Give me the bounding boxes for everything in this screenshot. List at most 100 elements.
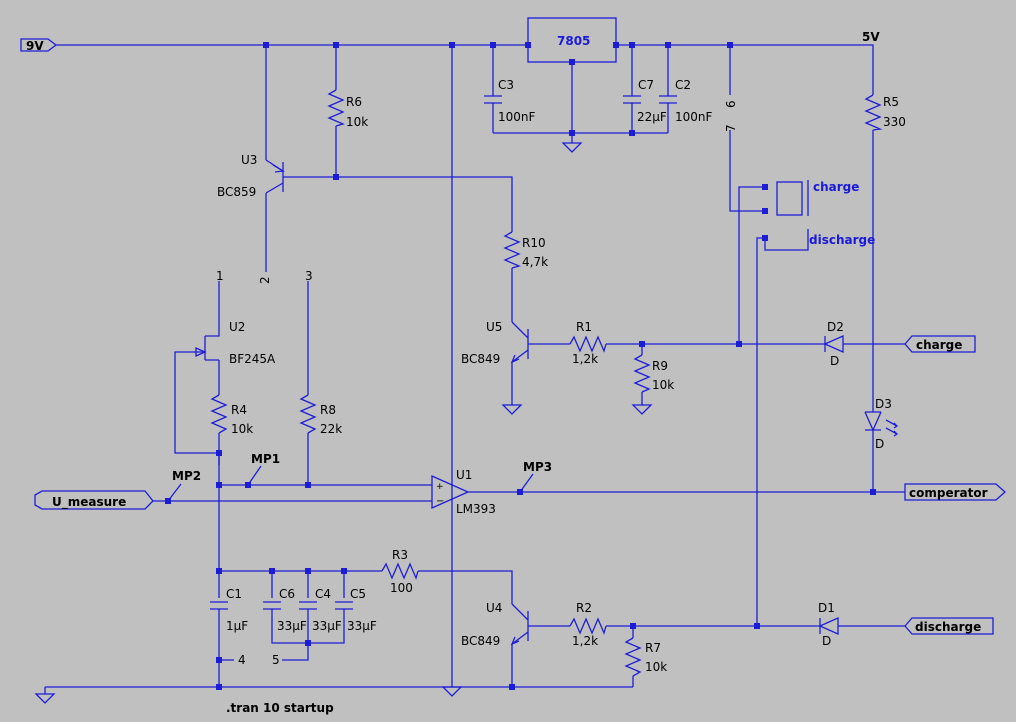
probe-mp3[interactable]: MP3: [519, 460, 552, 493]
c4-value: 33µF: [312, 619, 342, 633]
c7-value: 22µF: [637, 110, 667, 124]
c1-ref: C1: [226, 587, 242, 601]
resistor-r1[interactable]: R1 1,2k: [569, 320, 607, 366]
u1-ref: U1: [456, 468, 472, 482]
u3-ref: U3: [241, 153, 257, 167]
probe-mp2[interactable]: MP2: [167, 469, 201, 502]
d3-ref: D3: [875, 397, 892, 411]
switch-discharge-label: discharge: [809, 233, 875, 247]
r4-value: 10k: [231, 422, 253, 436]
c7-ref: C7: [638, 78, 654, 92]
resistor-r3[interactable]: R3 100: [381, 548, 419, 595]
c4-ref: C4: [315, 587, 331, 601]
r6-ref: R6: [346, 95, 362, 109]
net-5v-label: 5V: [862, 30, 880, 44]
u4-value: BC849: [461, 634, 500, 648]
port-charge-label: charge: [916, 338, 962, 352]
pin-5-label: 5: [272, 653, 280, 667]
r6-value: 10k: [346, 115, 368, 129]
d1-ref: D1: [818, 601, 835, 615]
voltage-regulator-7805[interactable]: 7805: [527, 17, 617, 63]
r5-ref: R5: [883, 95, 899, 109]
c3-ref: C3: [498, 78, 514, 92]
r5-value: 330: [883, 115, 906, 129]
c5-value: 33µF: [347, 619, 377, 633]
r9-value: 10k: [652, 378, 674, 392]
resistor-r9[interactable]: R9 10k: [633, 354, 674, 393]
r10-value: 4,7k: [522, 255, 548, 269]
resistor-r4[interactable]: R4 10k: [210, 394, 253, 436]
port-u-measure-label: U_measure: [52, 495, 126, 510]
r8-value: 22k: [320, 422, 342, 436]
resistor-r8[interactable]: R8 22k: [299, 394, 342, 436]
switch-discharge-icon[interactable]: discharge: [764, 229, 875, 251]
port-discharge[interactable]: discharge: [904, 617, 994, 635]
diode-d2[interactable]: D2 D: [823, 320, 844, 368]
port-comperator[interactable]: comperator: [904, 483, 1006, 501]
u5-value: BC849: [461, 352, 500, 366]
r10-ref: R10: [522, 236, 546, 250]
probe-mp2-label: MP2: [172, 469, 201, 483]
d2-ref: D2: [827, 320, 844, 334]
probe-mp1[interactable]: MP1: [247, 452, 280, 486]
led-d3[interactable]: D3 D: [864, 397, 899, 451]
minus-sign: −: [436, 496, 444, 507]
capacitor-c4[interactable]: C4 33µF: [299, 587, 342, 633]
comparator-u1[interactable]: + − U1 LM393: [431, 468, 496, 516]
resistor-r7[interactable]: R7 10k: [624, 637, 667, 677]
c6-ref: C6: [279, 587, 295, 601]
r7-value: 10k: [645, 660, 667, 674]
r3-ref: R3: [392, 548, 408, 562]
probe-mp3-label: MP3: [523, 460, 552, 474]
pin-4-label: 4: [238, 653, 246, 667]
pin-7-label: 7: [724, 124, 738, 132]
switch-charge-icon[interactable]: charge: [776, 180, 859, 216]
r2-ref: R2: [576, 601, 592, 615]
capacitor-c5[interactable]: C5 33µF: [335, 587, 377, 633]
jfet-u2[interactable]: U2 BF245A: [195, 320, 276, 366]
r8-ref: R8: [320, 403, 336, 417]
r2-value: 1,2k: [572, 634, 598, 648]
resistor-r6[interactable]: R6 10k: [327, 89, 368, 129]
simulation-directive[interactable]: .tran 10 startup: [226, 701, 334, 715]
pin-1-label: 1: [216, 269, 224, 283]
u2-value: BF245A: [229, 352, 276, 366]
d3-value: D: [875, 437, 884, 451]
ground-symbol: [34, 142, 653, 704]
resistor-r5[interactable]: R5 330: [864, 94, 906, 131]
c1-value: 1µF: [226, 619, 248, 633]
pin-6-label: 6: [724, 100, 738, 108]
resistor-r2[interactable]: R2 1,2k: [569, 601, 607, 648]
port-charge[interactable]: charge: [904, 335, 976, 353]
diode-d1[interactable]: D1 D: [818, 601, 839, 648]
r4-ref: R4: [231, 403, 247, 417]
capacitor-c3[interactable]: C3 100nF: [484, 78, 536, 124]
resistor-r10[interactable]: R10 4,7k: [503, 231, 548, 269]
capacitor-c1[interactable]: C1 1µF: [210, 587, 248, 633]
u1-value: LM393: [456, 502, 496, 516]
c3-value: 100nF: [498, 110, 536, 124]
r9-ref: R9: [652, 359, 668, 373]
r1-value: 1,2k: [572, 352, 598, 366]
port-9v[interactable]: 9V: [20, 38, 58, 53]
r1-ref: R1: [576, 320, 592, 334]
u2-ref: U2: [229, 320, 245, 334]
pin-2-label: 2: [258, 276, 272, 284]
port-9v-label: 9V: [26, 39, 44, 53]
u3-value: BC859: [217, 185, 256, 199]
c5-ref: C5: [350, 587, 366, 601]
r7-ref: R7: [645, 641, 661, 655]
capacitor-c7[interactable]: C7 22µF: [623, 78, 667, 124]
u5-ref: U5: [486, 320, 502, 334]
transistor-u5[interactable]: U5 BC849: [461, 320, 529, 366]
capacitor-c2[interactable]: C2 100nF: [659, 78, 713, 124]
c6-value: 33µF: [277, 619, 307, 633]
transistor-u4[interactable]: U4 BC849: [461, 601, 529, 648]
transistor-u3[interactable]: U3 BC859: [217, 153, 285, 199]
port-comperator-label: comperator: [909, 486, 988, 500]
pin-3-label: 3: [305, 269, 313, 283]
port-u-measure[interactable]: U_measure: [34, 490, 154, 510]
c2-value: 100nF: [675, 110, 713, 124]
capacitor-c6[interactable]: C6 33µF: [263, 587, 307, 633]
